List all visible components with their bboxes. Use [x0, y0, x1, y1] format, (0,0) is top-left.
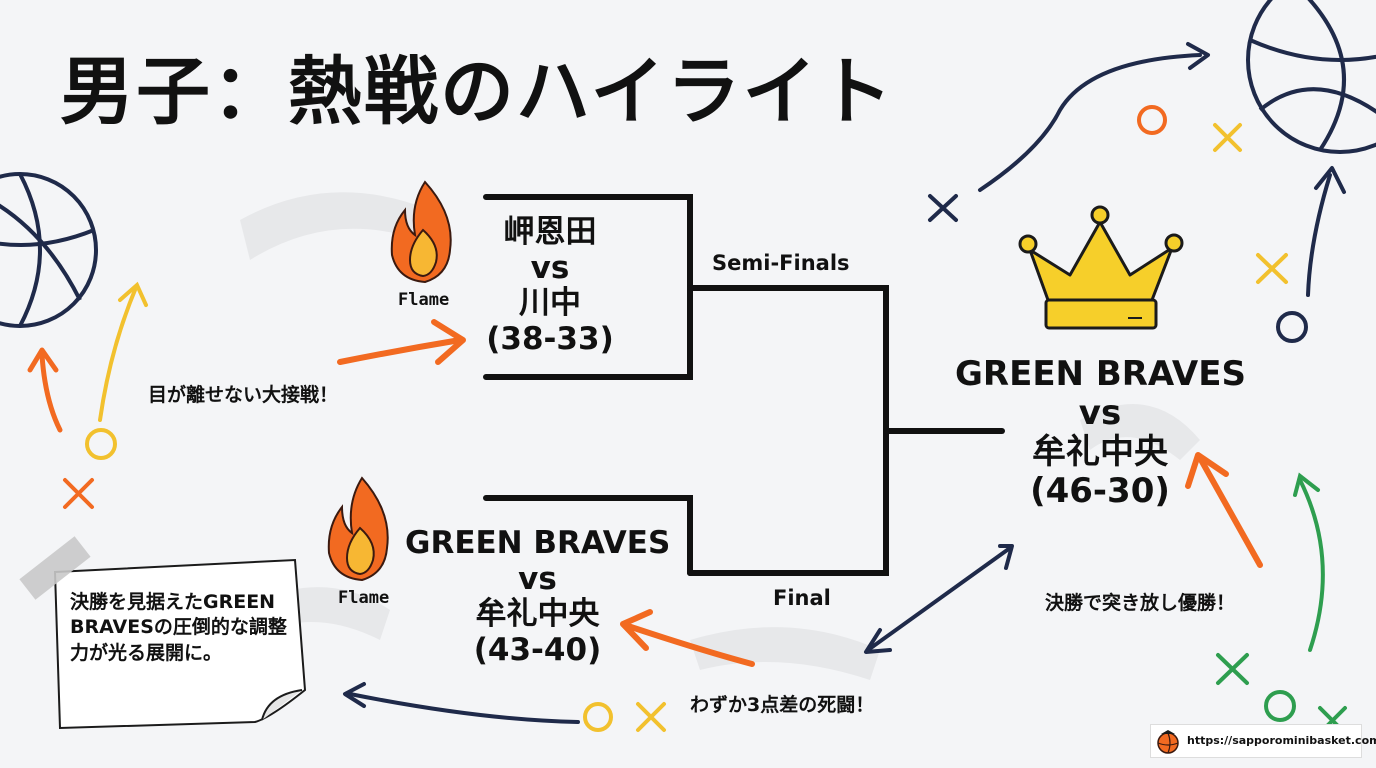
round-label-semi: Semi-Finals	[712, 251, 850, 275]
basketball-icon	[1246, 0, 1376, 154]
sticky-note	[19, 536, 307, 730]
sticky-note-text: 決勝を見据えたGREEN BRAVESの圧倒的な調整力が光る展開に。	[70, 591, 287, 664]
score-label: (38-33)	[486, 320, 614, 357]
flame-icon	[327, 476, 389, 582]
team-name: 牟礼中央	[475, 596, 600, 633]
score-label: (43-40)	[473, 631, 602, 668]
team-name: GREEN BRAVES	[405, 525, 671, 561]
score-label: (46-30)	[1030, 471, 1170, 512]
team-name: 牟礼中央	[1032, 432, 1168, 473]
flame-label: Flame	[338, 588, 390, 608]
vs-label: vs	[518, 560, 557, 597]
match-card-semi2: GREEN BRAVES vs 牟礼中央 (43-40)	[405, 525, 671, 669]
vs-label: vs	[1078, 393, 1122, 434]
site-url-link[interactable]: https://sapporominibasket.com/	[1187, 734, 1376, 747]
caption-match2: わずか3点差の死闘！	[690, 694, 875, 716]
play-arrow-icon	[978, 53, 1202, 192]
caption-final: 決勝で突き放し優勝！	[1045, 592, 1236, 614]
play-arrow-icon	[348, 692, 580, 724]
flame-label: Flame	[398, 290, 450, 310]
caption-match1: 目が離せない大接戦！	[148, 384, 339, 406]
team-name: 岬恩田	[503, 214, 597, 250]
bracket-lines	[483, 194, 1005, 576]
crown-icon	[1018, 205, 1184, 330]
double-arrow-icon	[866, 546, 1012, 652]
basketball-icon	[0, 172, 98, 328]
team-name: GREEN BRAVES	[955, 354, 1246, 394]
round-label-final: Final	[773, 586, 831, 610]
team-name: 川中	[519, 285, 581, 322]
match-card-final: GREEN BRAVES vs 牟礼中央 (46-30)	[955, 354, 1246, 512]
mascot-basketball-icon	[1157, 730, 1179, 754]
flame-icon	[390, 180, 452, 284]
vs-label: vs	[530, 249, 570, 286]
site-badge[interactable]: https://sapporominibasket.com/	[1150, 724, 1376, 758]
match-card-semi1: 岬恩田 vs 川中 (38-33)	[470, 214, 630, 358]
page-title: 男子：熱戦のハイライト	[60, 49, 895, 135]
